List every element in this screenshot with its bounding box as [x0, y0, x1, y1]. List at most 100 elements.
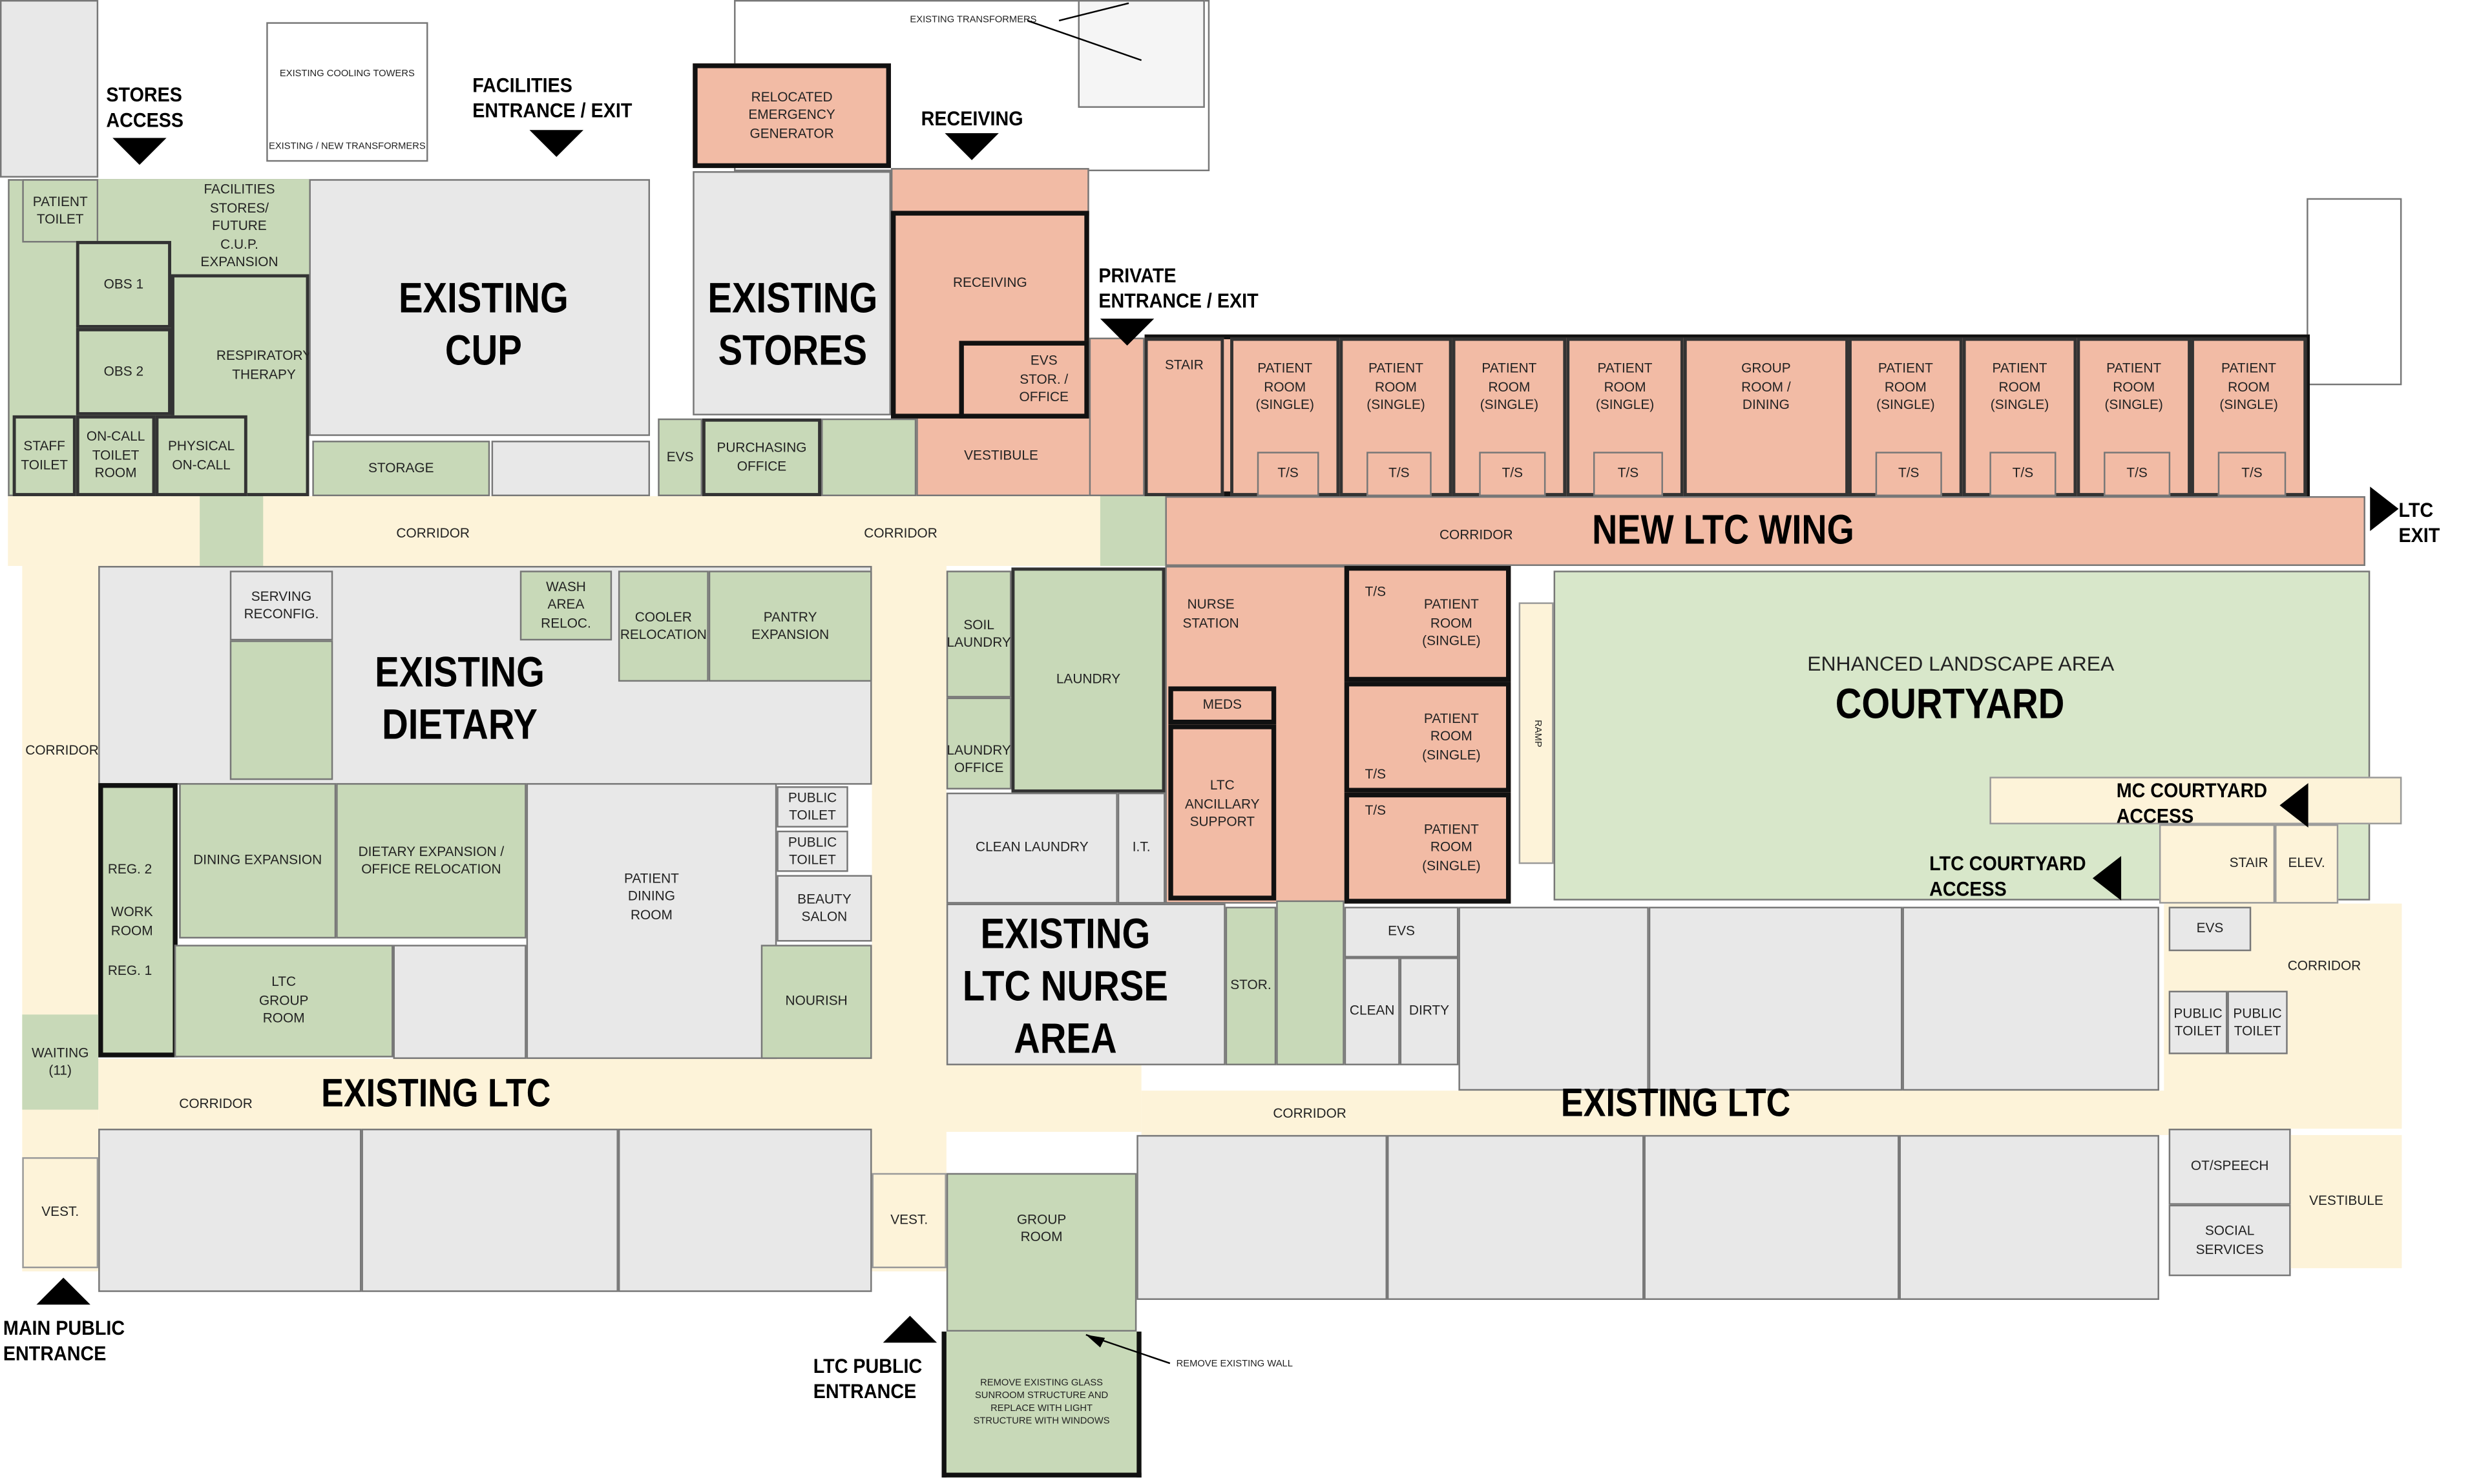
arrow-left-icon [2279, 783, 2308, 828]
room-vestibule-east: VESTIBULE [2290, 1134, 2402, 1268]
room-label: VEST. [41, 1203, 79, 1220]
enhanced-landscape-label: ENHANCED LANDSCAPE AREA [1807, 651, 2115, 676]
ts-room: T/S [1479, 452, 1546, 497]
patient-room: PATIENT ROOM (SINGLE) T/S [2191, 337, 2307, 497]
room-label: EVS [1388, 923, 1415, 939]
patient-room: PATIENT ROOM (SINGLE)T/S [2077, 337, 2192, 497]
patient-room: PATIENT ROOM (SINGLE)T/S [1848, 337, 1963, 497]
ts-label: T/S [1388, 465, 1410, 481]
arrow-down-icon [112, 138, 167, 165]
mc-courtyard-access-path [1989, 777, 2402, 824]
label-facilities-entrance: FACILITIES ENTRANCE / EXIT [472, 72, 633, 122]
patient-room: PATIENT ROOM (SINGLE) T/S [1452, 337, 1567, 497]
room-public-toilet: PUBLIC TOILET [2227, 990, 2288, 1054]
room-label: DIETARY EXPANSION / OFFICE RELOCATION [358, 842, 505, 877]
arrow-up-icon [883, 1315, 937, 1343]
room-label: LTC ANCILLARY SUPPORT [1185, 777, 1260, 830]
label-private-entrance: PRIVATE ENTRANCE / EXIT [1098, 263, 1259, 313]
room-label: PATIENT DINING ROOM [623, 870, 679, 923]
room-label: ON-CALL TOILET ROOM [86, 428, 145, 481]
room-label: FACILITIES STORES/ FUTURE C.U.P. EXPANSI… [200, 181, 278, 270]
room-label: PANTRY EXPANSION [751, 607, 830, 642]
existing-stores [693, 171, 891, 415]
room-beauty-salon: BEAUTY SALON [777, 875, 872, 942]
room-label: SOCIAL SERVICES [2195, 1222, 2264, 1257]
heading-existing-ltc-nurse-area: EXISTING LTC NURSE AREA [962, 910, 1168, 1062]
room-laundry: LAUNDRY [1011, 567, 1166, 793]
receiving-dock [890, 168, 1089, 216]
room-ltc-ancillary: LTC ANCILLARY SUPPORT [1168, 724, 1277, 901]
corridor-renovation-patch [200, 496, 264, 566]
cooling-towers-area: EXISTING COOLING TOWERS EXISTING / NEW T… [266, 22, 428, 162]
room-label-work-room: WORK ROOM [110, 903, 153, 938]
room-label: PUBLIC TOILET [2173, 1004, 2223, 1039]
room-label: PATIENT ROOM (SINGLE) [1480, 359, 1539, 412]
patient-room: PATIENT ROOM (SINGLE)T/S [1344, 682, 1511, 793]
ts-label: T/S [1502, 465, 1523, 481]
room-label: GROUP ROOM / DINING [1741, 359, 1791, 412]
room-label: PATIENT ROOM (SINGLE) [1422, 820, 1481, 873]
existing-ltc-room [1899, 1134, 2159, 1301]
room-public-toilet: PUBLIC TOILET [2168, 990, 2228, 1054]
room-label: OT/SPEECH [2190, 1157, 2269, 1174]
room-label: STOR. [1230, 977, 1272, 993]
ts-label: T/S [2241, 465, 2263, 481]
room-on-call-toilet: ON-CALL TOILET ROOM [76, 415, 156, 497]
corridor-west [22, 565, 99, 1271]
room-stor: STOR. [1225, 906, 1277, 1065]
sunroom-note: REMOVE EXISTING GLASS SUNROOM STRUCTURE … [973, 1378, 1110, 1427]
dining-alcove [393, 945, 527, 1060]
room-clean: CLEAN [1344, 957, 1400, 1065]
room-label: PATIENT ROOM (SINGLE) [2219, 359, 2278, 412]
room-label: PURCHASING OFFICE [717, 439, 807, 474]
room-label: WASH AREA RELOC. [541, 578, 591, 631]
arrow-down-icon [945, 133, 999, 160]
room-label: MEDS [1202, 696, 1242, 713]
room-label: VESTIBULE [2309, 1192, 2383, 1209]
heading-existing-ltc-east: EXISTING LTC [1560, 1081, 1791, 1126]
room-label: RELOCATED EMERGENCY GENERATOR [748, 88, 835, 141]
existing-building-ne [2307, 198, 2402, 386]
stair-east[interactable]: STAIR [2159, 824, 2276, 904]
existing-ltc-room [361, 1129, 618, 1292]
patient-room: PATIENT ROOM (SINGLE)T/S [1339, 337, 1452, 497]
remove-wall-note: REMOVE EXISTING WALL [1176, 1360, 1293, 1370]
room-label: PUBLIC TOILET [788, 833, 837, 868]
label-ltc-public-entrance: LTC PUBLIC ENTRANCE [813, 1353, 923, 1403]
room-label: BEAUTY SALON [797, 890, 852, 925]
existing-ltc-room [1648, 906, 1903, 1091]
room-label: VESTIBULE [964, 446, 1038, 463]
corridor-label: CORRIDOR [25, 742, 99, 758]
transformer-pads [1078, 0, 1205, 108]
patient-room: PATIENT ROOM (SINGLE)T/S [1962, 337, 2077, 497]
stair[interactable]: STAIR [1144, 337, 1224, 497]
arrow-up-icon [36, 1277, 90, 1305]
sunroom: REMOVE EXISTING GLASS SUNROOM STRUCTURE … [941, 1332, 1142, 1478]
existing-building-nw [0, 0, 99, 178]
label-ltc-exit: LTC EXIT [2398, 497, 2440, 547]
patient-room: PATIENT ROOM (SINGLE)T/S [1344, 565, 1511, 682]
room-evs: EVS [658, 418, 702, 497]
room-label: STAIR [2229, 855, 2268, 871]
heading-existing-dietary: EXISTING DIETARY [375, 648, 545, 749]
room-serving-reconfig: SERVING RECONFIG. [229, 570, 333, 641]
ts-label: T/S [2012, 465, 2034, 481]
room-label: GROUP ROOM [1016, 1210, 1067, 1245]
room-evs-stor-office: EVS STOR. / OFFICE [959, 340, 1089, 419]
patient-room: PATIENT ROOM (SINGLE)T/S [1566, 337, 1684, 497]
arrow-left-icon [2092, 855, 2122, 901]
room-label: EVS STOR. / OFFICE [1019, 352, 1069, 405]
room-nourish: NOURISH [760, 945, 872, 1060]
ramp: RAMP [1518, 602, 1554, 864]
ts-room: T/S [1875, 452, 1942, 497]
patient-room: PATIENT ROOM (SINGLE)T/S [1344, 792, 1511, 904]
room-label: PUBLIC TOILET [2233, 1004, 2282, 1039]
room-label-reg1: REG. 1 [107, 962, 152, 978]
room-pantry-expansion: PANTRY EXPANSION [708, 570, 872, 682]
ts-label: T/S [1365, 766, 1387, 782]
elevator[interactable]: ELEV. [2275, 824, 2339, 904]
waiting-area: WAITING (11) [22, 1014, 99, 1110]
ts-room: T/S [1593, 452, 1663, 497]
room-label: STAIR [1164, 357, 1204, 373]
